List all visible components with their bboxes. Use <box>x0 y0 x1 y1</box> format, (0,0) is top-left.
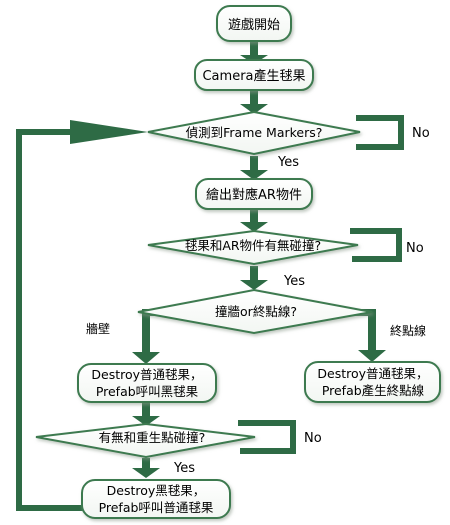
loop-no-detect-bottom <box>356 144 404 150</box>
loop-no-respawn-right <box>290 420 296 454</box>
node-destroy-black: Destroy黑毬果， Prefab呼叫普通毬果 <box>81 479 231 519</box>
connectors <box>16 41 404 511</box>
arrowhead-wall <box>132 352 160 364</box>
loop-no-detect-right <box>398 115 404 150</box>
connector-draw-collide <box>250 209 258 225</box>
loop-no-respawn-bottom <box>240 448 296 454</box>
loop-no-respawn-top <box>238 420 296 426</box>
node-draw-label: 繪出對應AR物件 <box>206 187 302 203</box>
decision-detect-label: 偵測到Frame Markers? <box>186 125 323 140</box>
branch-wall-vertical <box>142 309 150 356</box>
connector-destroy-respawn <box>142 403 150 419</box>
decision-collide: 毬果和AR物件有無碰撞? <box>147 229 359 266</box>
return-loop-bottom <box>16 505 86 511</box>
label-wall: 牆壁 <box>86 321 110 336</box>
label-finish: 終點線 <box>390 323 426 338</box>
node-destroy-finish-line2: Prefab產生終點線 <box>322 383 425 398</box>
label-no-respawn: No <box>304 431 322 446</box>
connector-collide-wall <box>250 266 258 284</box>
decision-detect: 偵測到Frame Markers? <box>147 110 361 156</box>
connector-detect-draw <box>250 156 258 173</box>
loop-no-collide-top <box>350 228 402 234</box>
decision-respawn-label: 有無和重生點碰撞? <box>99 430 206 445</box>
loop-no-collide-bottom <box>352 256 402 262</box>
node-camera-label: Camera產生毬果 <box>202 68 305 84</box>
label-no-detect: No <box>412 126 430 141</box>
loop-no-detect-top <box>356 115 404 121</box>
connector-start-camera <box>250 41 258 57</box>
node-destroy-normal: Destroy普通毬果， Prefab呼叫黑毬果 <box>77 363 217 403</box>
loop-no-collide-right <box>396 228 402 262</box>
arrowhead-collide-wall <box>240 280 268 290</box>
node-destroy-normal-line1: Destroy普通毬果， <box>91 367 202 382</box>
label-yes-detect: Yes <box>277 155 299 170</box>
node-camera: Camera產生毬果 <box>194 59 314 91</box>
node-start-label: 遊戲開始 <box>228 18 280 33</box>
arrowhead-camera-detect <box>240 104 268 114</box>
return-loop-top <box>16 129 86 135</box>
node-destroy-normal-line2: Prefab呼叫黑毬果 <box>96 384 199 399</box>
arrowhead-respawn-black <box>132 468 160 478</box>
connector-camera-detect <box>250 90 258 107</box>
decision-wall-or-line: 撞牆or終點線? <box>137 288 373 335</box>
node-destroy-black-line2: Prefab呼叫普通毬果 <box>99 500 214 515</box>
connector-respawn-black <box>142 458 150 472</box>
decision-wall-or-line-label: 撞牆or終點線? <box>215 304 297 319</box>
decision-respawn: 有無和重生點碰撞? <box>35 422 256 459</box>
decision-collide-label: 毬果和AR物件有無碰撞? <box>185 238 321 253</box>
node-destroy-finish-line1: Destroy普通毬果， <box>317 366 428 381</box>
arrowhead-finish <box>358 350 386 362</box>
return-loop-left <box>16 129 22 511</box>
nodes: 遊戲開始 Camera產生毬果 偵測到Frame Markers? 繪出對應AR… <box>35 5 441 519</box>
node-start: 遊戲開始 <box>216 5 292 42</box>
edge-labels: No Yes No Yes 牆壁 終點線 No Yes <box>86 126 430 476</box>
arrowhead-return-loop <box>70 120 148 144</box>
node-destroy-black-line1: Destroy黑毬果， <box>107 483 206 498</box>
label-no-collide: No <box>406 241 424 256</box>
branch-finish-vertical <box>368 309 376 354</box>
label-yes-collide: Yes <box>283 274 305 289</box>
arrowhead-destroy-respawn <box>132 416 160 426</box>
arrowhead-draw-collide <box>240 222 268 232</box>
node-draw: 繪出對應AR物件 <box>195 178 313 210</box>
node-destroy-finish: Destroy普通毬果， Prefab產生終點線 <box>304 361 441 403</box>
arrowhead-detect-draw <box>240 170 268 180</box>
label-yes-respawn: Yes <box>173 461 195 476</box>
